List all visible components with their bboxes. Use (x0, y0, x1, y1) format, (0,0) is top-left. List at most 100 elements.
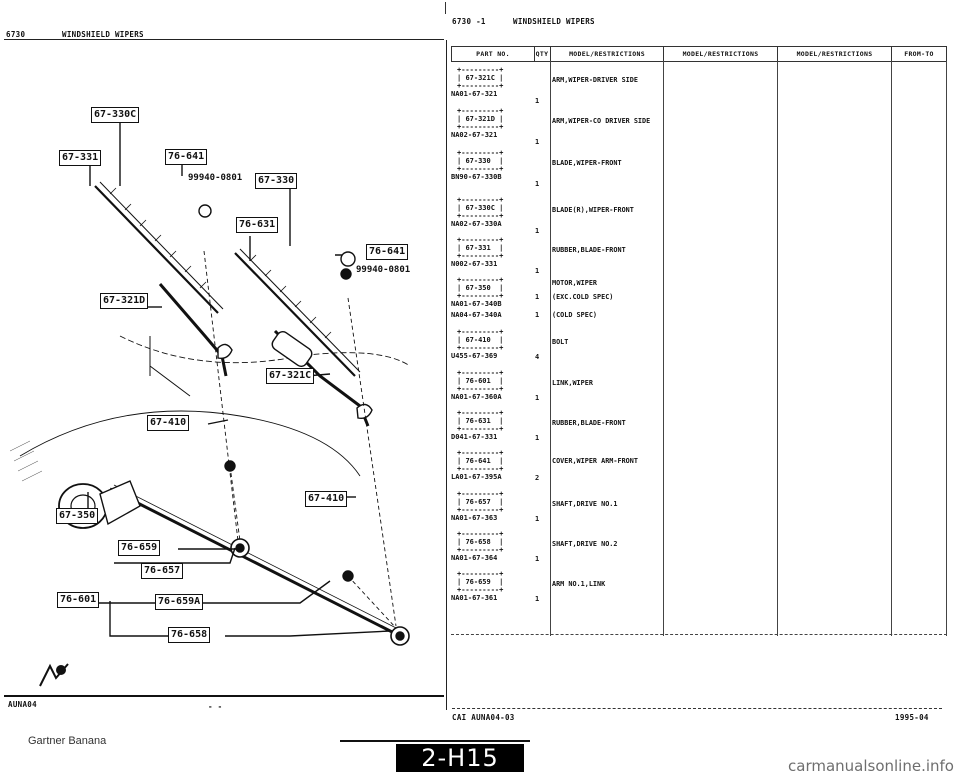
description-cell: BOLT (552, 338, 569, 346)
header-model-1: MODEL/RESTRICTIONS (551, 46, 664, 62)
col-rule-3 (777, 61, 778, 636)
callout-76-658: 76-658 (168, 627, 211, 643)
callout-67-321d: 67-321D (100, 293, 149, 309)
part-number: NA01-67-361 (451, 594, 498, 602)
part-number: NA01-67-321 (451, 90, 498, 98)
qty-cell: 1 (535, 394, 540, 402)
description-cell: ARM,WIPER-DRIVER SIDE (552, 76, 638, 84)
table-row: +---------+ | 67-330 | +---------+ BN90-… (451, 149, 551, 182)
part-number: BN90-67-330B (451, 173, 502, 181)
ref-box: +---------+ (457, 425, 504, 433)
qty-cell: 1 (535, 293, 540, 301)
diagram-drawing (9, 122, 411, 646)
ref-box: +---------+ (457, 196, 504, 204)
ref-label: | 67-330 | (457, 157, 504, 165)
table-row: +---------+ | 76-601 | +---------+ NA01-… (451, 369, 551, 402)
ref-box: +---------+ (457, 149, 504, 157)
parts-table: PART NO. QTY MODEL/RESTRICTIONS MODEL/RE… (451, 46, 947, 636)
description-cell: ARM,WIPER-CO DRIVER SIDE (552, 117, 651, 125)
callout-76-657: 76-657 (141, 563, 184, 579)
callout-67-410-b: 67-410 (305, 491, 348, 507)
bolt-part-number-a: 99940-0801 (188, 173, 243, 183)
page-number-label: 2-H15 (396, 744, 524, 772)
ref-label: | 67-321D | (457, 115, 504, 123)
ref-box: +---------+ (457, 328, 504, 336)
qty-cell: 1 (535, 311, 540, 319)
part-number: NA01-67-364 (451, 554, 498, 562)
ref-label: | 76-659 | (457, 578, 504, 586)
bolt-part-number-b: 99940-0801 (356, 265, 411, 275)
qty-cell: 1 (535, 555, 540, 563)
callout-67-350: 67-350 (56, 508, 99, 524)
description-cell: SHAFT,DRIVE NO.1 (552, 500, 618, 508)
ref-box: +---------+ (457, 107, 504, 115)
qty-cell: 2 (535, 474, 540, 482)
table-row: +---------+ | 67-410 | +---------+ U455-… (451, 328, 551, 361)
ref-box: +---------+ (457, 292, 504, 300)
part-number: N002-67-331 (451, 260, 498, 268)
ref-label: | 67-410 | (457, 336, 504, 344)
callout-67-330c: 67-330C (91, 107, 140, 123)
ref-label: | 76-601 | (457, 377, 504, 385)
callout-67-330: 67-330 (255, 173, 298, 189)
ref-label: | 76-631 | (457, 417, 504, 425)
part-number: D041-67-331 (451, 433, 498, 441)
diagram-bottom-rule (4, 695, 444, 697)
revision-date: 1995-04 (895, 713, 929, 722)
ref-label: | 67-350 | (457, 284, 504, 292)
ref-box: +---------+ (457, 165, 504, 173)
header-part-no: PART NO. (451, 46, 535, 62)
ref-label: | 67-331 | (457, 244, 504, 252)
description-cell: ARM NO.1,LINK (552, 580, 606, 588)
footer-note: Gartner Banana (28, 735, 107, 747)
ref-box: +---------+ (457, 409, 504, 417)
table-row: +---------+ | 76-641 | +---------+ LA01-… (451, 449, 551, 482)
ref-box: +---------+ (457, 252, 504, 260)
callout-67-331: 67-331 (59, 150, 102, 166)
description-cell: COVER,WIPER ARM-FRONT (552, 457, 638, 465)
callout-76-641-b: 76-641 (366, 244, 409, 260)
left-header-rule (4, 39, 444, 40)
ref-box: +---------+ (457, 212, 504, 220)
qty-cell: 1 (535, 434, 540, 442)
ref-box: +---------+ (457, 465, 504, 473)
ref-box: +---------+ (457, 570, 504, 578)
ref-box: +---------+ (457, 276, 504, 284)
header-from-to: FROM-TO (892, 46, 947, 62)
ref-label: | 67-321C | (457, 74, 504, 82)
ref-label: | 76-657 | (457, 498, 504, 506)
ref-label: | 76-641 | (457, 457, 504, 465)
table-row: +---------+ | 67-321D | +---------+ NA02… (451, 107, 551, 140)
part-number: NA01-67-363 (451, 514, 498, 522)
header-qty: QTY (534, 46, 551, 62)
qty-cell: 4 (535, 353, 540, 361)
description-cell: RUBBER,BLADE-FRONT (552, 246, 626, 254)
description-cell: LINK,WIPER (552, 379, 593, 387)
table-row: +---------+ | 76-658 | +---------+ NA01-… (451, 530, 551, 563)
table-row: +---------+ | 76-631 | +---------+ D041-… (451, 409, 551, 442)
part-number: NA01-67-340B (451, 300, 502, 308)
table-row: +---------+ | 76-657 | +---------+ NA01-… (451, 490, 551, 523)
page-label-rule (340, 740, 530, 742)
ref-box: +---------+ (457, 449, 504, 457)
description-cell: BLADE,WIPER-FRONT (552, 159, 622, 167)
part-number: NA02-67-321 (451, 131, 498, 139)
table-row: +---------+ | 67-331 | +---------+ N002-… (451, 236, 551, 269)
header-model-3: MODEL/RESTRICTIONS (778, 46, 892, 62)
qty-cell: 1 (535, 138, 540, 146)
ref-box: +---------+ (457, 530, 504, 538)
table-row: +---------+ | 67-330C | +---------+ NA02… (451, 196, 551, 229)
ref-box: +---------+ (457, 546, 504, 554)
ref-box: +---------+ (457, 66, 504, 74)
table-row: +---------+ | 67-321C | +---------+ NA01… (451, 66, 551, 99)
part-number: NA04-67-340A (451, 311, 502, 319)
header-tick (445, 2, 446, 14)
callout-67-321c: 67-321C (266, 368, 315, 384)
callout-67-410-a: 67-410 (147, 415, 190, 431)
callout-76-631: 76-631 (236, 217, 279, 233)
table-row: +---------+ | 67-350 | +---------+ NA01-… (451, 276, 551, 309)
description-cell: MOTOR,WIPER (552, 279, 598, 287)
part-number: LA01-67-395A (451, 473, 502, 481)
qty-cell: 1 (535, 267, 540, 275)
diagram-dashes: - - (208, 702, 223, 711)
